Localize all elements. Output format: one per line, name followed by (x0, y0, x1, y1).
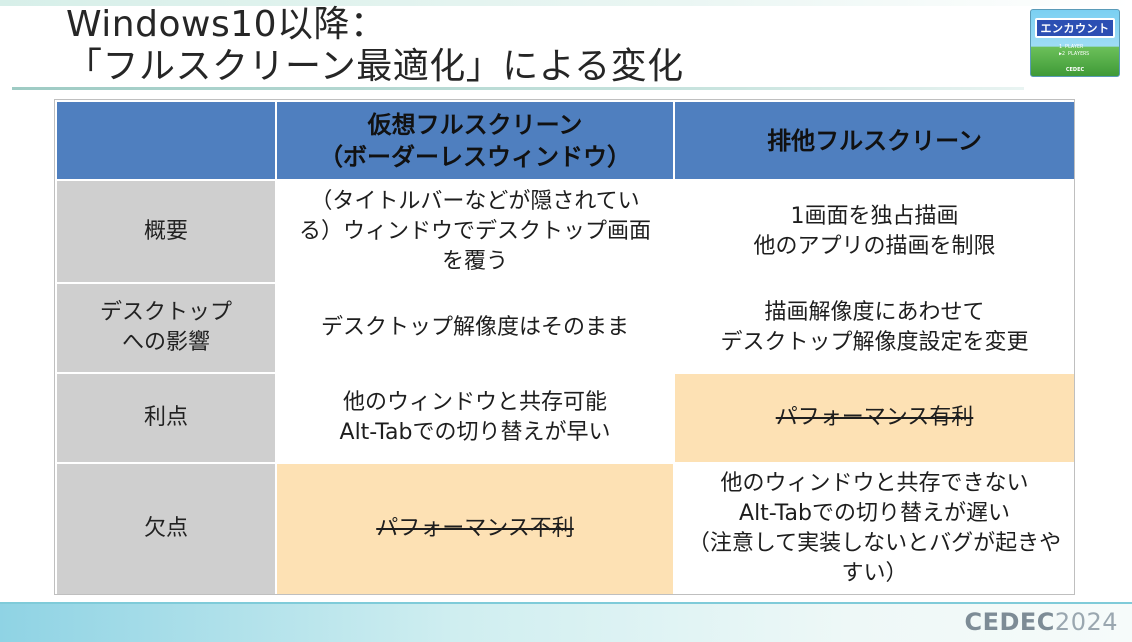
row-label-overview: 概要 (55, 179, 277, 284)
table-row-desktop-impact: デスクトップ への影響 デスクトップ解像度はそのまま 描画解像度にあわせて デス… (55, 282, 1076, 374)
logo-player-select: 1 PLAYER ▶2 PLAYERS (1059, 44, 1090, 57)
cedec-brand-text: CEDEC (964, 608, 1055, 636)
encount-logo: エンカウント 1 PLAYER ▶2 PLAYERS CEDEC (1030, 9, 1120, 77)
header-exclusive-fullscreen: 排他フルスクリーン (673, 100, 1076, 181)
cell-desktop-impact-exclusive: 描画解像度にあわせて デスクトップ解像度設定を変更 (673, 282, 1076, 374)
logo-wordmark: エンカウント (1035, 18, 1115, 38)
cell-text: （タイトルバーなどが隠されている）ウィンドウでデスクトップ画面を覆う (299, 188, 652, 274)
cell-disadvantages-exclusive: 他のウィンドウと共存できない Alt-Tabでの切り替えが遅い （注意して実装し… (673, 462, 1076, 596)
table-row-disadvantages: 欠点 パフォーマンス不利 他のウィンドウと共存できない Alt-Tabでの切り替… (55, 462, 1076, 596)
footer-band (0, 602, 1132, 642)
cell-advantages-exclusive: パフォーマンス有利 (673, 372, 1076, 464)
row-label-advantages: 利点 (55, 372, 277, 464)
footer-rule (0, 602, 1132, 604)
top-accent-strip (0, 0, 1132, 6)
cedec-logo: CEDEC 2024 (964, 606, 1118, 638)
cell-disadvantages-virtual: パフォーマンス不利 (275, 462, 675, 596)
cell-overview-exclusive: 1画面を独占描画 他のアプリの描画を制限 (673, 179, 1076, 284)
struck-text: パフォーマンス不利 (376, 516, 574, 541)
logo-footer-text: CEDEC (1065, 67, 1085, 73)
cell-desktop-impact-virtual: デスクトップ解像度はそのまま (275, 282, 675, 374)
header-virtual-fullscreen: 仮想フルスクリーン （ボーダーレスウィンドウ） (275, 100, 675, 181)
table-row-advantages: 利点 他のウィンドウと共存可能 Alt-Tabでの切り替えが早い パフォーマンス… (55, 372, 1076, 464)
fullscreen-comparison-table: 仮想フルスクリーン （ボーダーレスウィンドウ） 排他フルスクリーン 概要 （タイ… (55, 100, 1076, 596)
struck-text: パフォーマンス有利 (775, 405, 974, 430)
cell-overview-virtual: （タイトルバーなどが隠されている）ウィンドウでデスクトップ画面を覆う (275, 179, 675, 284)
table-corner-cell (55, 100, 277, 181)
table-row-overview: 概要 （タイトルバーなどが隠されている）ウィンドウでデスクトップ画面を覆う 1画… (55, 179, 1076, 284)
cedec-year-text: 2024 (1054, 608, 1118, 636)
table-header-row: 仮想フルスクリーン （ボーダーレスウィンドウ） 排他フルスクリーン (55, 100, 1076, 181)
slide-title: Windows10以降： 「フルスクリーン最適化」による変化 (66, 4, 684, 87)
cell-advantages-virtual: 他のウィンドウと共存可能 Alt-Tabでの切り替えが早い (275, 372, 675, 464)
title-underline (12, 87, 1024, 90)
row-label-disadvantages: 欠点 (55, 462, 277, 596)
row-label-desktop-impact: デスクトップ への影響 (55, 282, 277, 374)
